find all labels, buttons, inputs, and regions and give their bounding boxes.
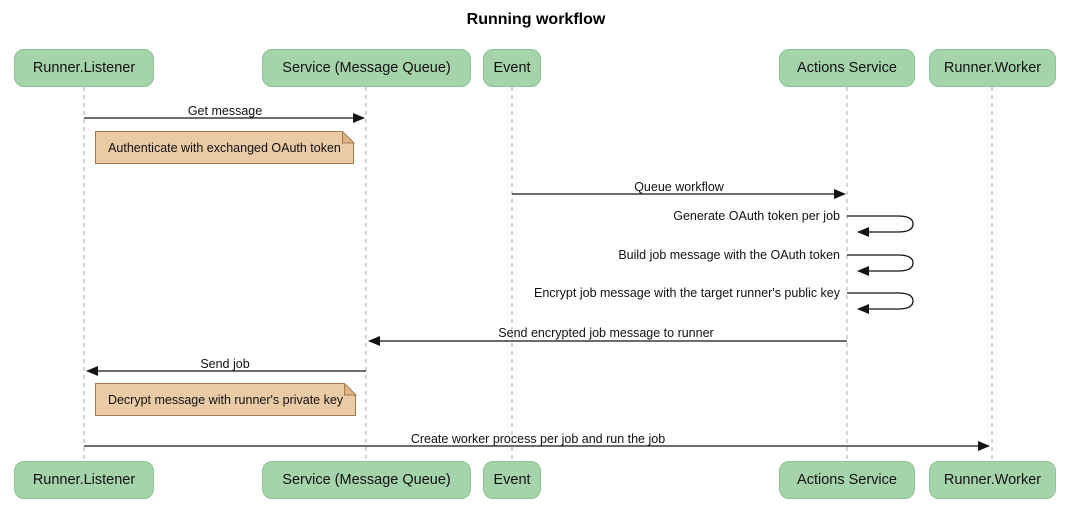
message-label-queue-workflow: Queue workflow (634, 180, 724, 194)
note-decrypt-private-key-text: Decrypt message with runner's private ke… (107, 392, 344, 407)
actor-top-service-message-queue: Service (Message Queue) (262, 49, 471, 87)
message-label-send-job: Send job (200, 357, 250, 371)
diagram-title: Running workflow (466, 11, 606, 28)
selfloop-build-job-message (847, 254, 914, 276)
note-fold-corner-icon (343, 382, 357, 396)
actor-top-runner-worker: Runner.Worker (929, 49, 1056, 87)
note-authenticate-oauth-text: Authenticate with exchanged OAuth token (108, 140, 341, 155)
actor-bottom-runner-listener: Runner.Listener (14, 461, 154, 499)
message-label-generate-oauth-token: Generate OAuth token per job (673, 209, 840, 223)
actor-top-event: Event (483, 49, 541, 87)
selfloop-generate-oauth-token (847, 215, 914, 237)
actor-bottom-actions-service: Actions Service (779, 461, 915, 499)
message-label-send-encrypted-job-message: Send encrypted job message to runner (498, 326, 714, 340)
actor-top-runner-listener: Runner.Listener (14, 49, 154, 87)
note-authenticate-oauth: Authenticate with exchanged OAuth token (95, 130, 355, 164)
message-label-get-message: Get message (187, 104, 263, 118)
actor-bottom-runner-worker: Runner.Worker (929, 461, 1056, 499)
message-label-build-job-message: Build job message with the OAuth token (618, 248, 840, 262)
actor-top-actions-service: Actions Service (779, 49, 915, 87)
actor-bottom-service-message-queue: Service (Message Queue) (262, 461, 471, 499)
actor-bottom-event: Event (483, 461, 541, 499)
message-label-create-worker-process: Create worker process per job and run th… (410, 432, 666, 446)
note-decrypt-private-key: Decrypt message with runner's private ke… (95, 382, 357, 416)
note-fold-corner-icon (341, 130, 355, 144)
selfloop-encrypt-job-message (847, 292, 914, 314)
message-label-encrypt-job-message: Encrypt job message with the target runn… (533, 286, 840, 300)
